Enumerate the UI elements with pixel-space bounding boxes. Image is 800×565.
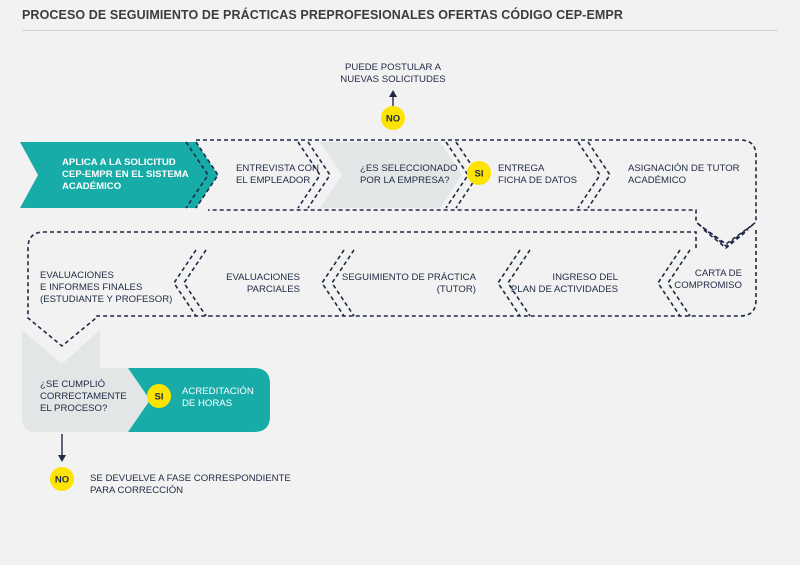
badge-no-bottom: NO bbox=[50, 467, 74, 491]
step-cumplio-label: ¿SE CUMPLIÓ CORRECTAMENTE EL PROCESO? bbox=[40, 379, 127, 414]
separator-1a bbox=[185, 141, 209, 209]
separator-5a bbox=[657, 249, 681, 317]
chevron-down-b bbox=[703, 229, 749, 250]
step-acreditacion-label: ACREDITACIÓN DE HORAS bbox=[182, 386, 254, 409]
separator-8a bbox=[173, 249, 197, 317]
separator-2a bbox=[297, 141, 321, 209]
separator-3a bbox=[445, 141, 469, 209]
separator-7a bbox=[321, 249, 345, 317]
diagram-title: PROCESO DE SEGUIMIENTO DE PRÁCTICAS PREP… bbox=[22, 8, 623, 22]
separator-4a bbox=[577, 141, 601, 209]
step-seguimiento-label: SEGUIMIENTO DE PRÁCTICA (TUTOR) bbox=[341, 272, 476, 295]
separator-8b bbox=[183, 249, 207, 317]
separator-3b bbox=[455, 141, 479, 209]
step-entrevista-label: ENTREVISTA CON EL EMPLEADOR bbox=[236, 163, 319, 186]
step-seleccionado-label: ¿ES SELECCIONADO POR LA EMPRESA? bbox=[360, 163, 458, 186]
svg-text:NO: NO bbox=[386, 114, 400, 125]
chevron-down-a bbox=[697, 223, 755, 245]
step-aplica-shape bbox=[20, 142, 218, 208]
step-seleccionado-shape bbox=[320, 142, 462, 208]
separator-1b bbox=[195, 141, 219, 209]
separator-7b bbox=[331, 249, 355, 317]
outcome-postular-label: PUEDE POSTULAR A NUEVAS SOLICITUDES bbox=[340, 62, 446, 85]
step-acreditacion-shape bbox=[128, 368, 270, 432]
row1-dashed-band bbox=[196, 139, 757, 248]
arrow-down-head bbox=[58, 455, 66, 462]
step-cumplio-shape bbox=[22, 330, 150, 432]
svg-text:SI: SI bbox=[475, 169, 484, 180]
step-finales-label: EVALUACIONES E INFORMES FINALES (ESTUDIA… bbox=[40, 270, 173, 305]
step-ficha-label: ENTREGA FICHA DE DATOS bbox=[498, 163, 578, 186]
separator-6a bbox=[497, 249, 521, 317]
step-parciales-label: EVALUACIONES PARCIALES bbox=[226, 272, 300, 295]
step-aplica-label: APLICA A LA SOLICITUD CEP-EMPR EN EL SIS… bbox=[62, 157, 189, 192]
arrow-up-head bbox=[389, 90, 397, 97]
separator-6b bbox=[507, 249, 531, 317]
separator-2b bbox=[307, 141, 331, 209]
badge-si-selected: SI bbox=[467, 161, 491, 185]
badge-no-top: NO bbox=[381, 106, 405, 130]
step-plan-label: INGRESO DEL PLAN DE ACTIVIDADES bbox=[510, 272, 618, 295]
title-divider bbox=[22, 30, 778, 31]
row2-dashed-band bbox=[27, 230, 757, 348]
badge-si-cumplio: SI bbox=[147, 384, 171, 408]
step-tutor-label: ASIGNACIÓN DE TUTOR ACADÉMICO bbox=[628, 163, 740, 186]
separator-5b bbox=[667, 249, 691, 317]
svg-text:SI: SI bbox=[155, 392, 164, 403]
svg-text:NO: NO bbox=[55, 475, 69, 486]
outcome-devuelve-label: SE DEVUELVE A FASE CORRESPONDIENTE PARA … bbox=[90, 473, 291, 496]
separator-4b bbox=[587, 141, 611, 209]
step-carta-label: CARTA DE COMPROMISO bbox=[674, 268, 742, 291]
